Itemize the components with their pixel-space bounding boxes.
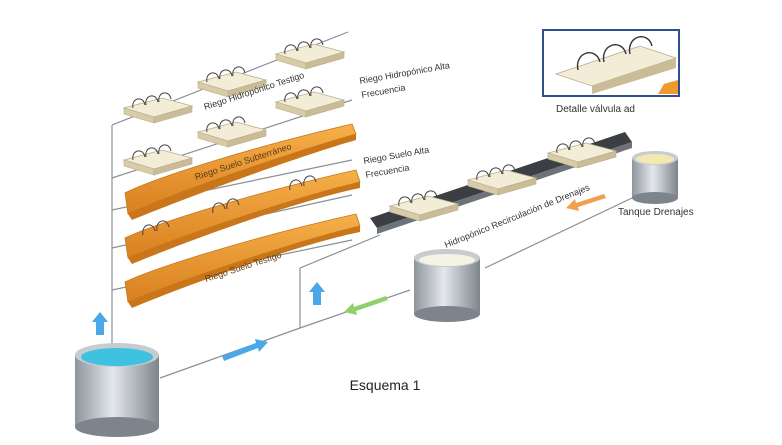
label-hydro-alta-line2: Frecuencia (361, 82, 407, 100)
label-suelo-alta-line2: Frecuencia (365, 162, 411, 180)
flow-arrow-left-green (344, 296, 388, 315)
drainage-tank (632, 151, 678, 204)
label-detalle-valvula: Detalle válvula ad (556, 104, 635, 115)
valve-detail-inset (542, 29, 680, 97)
flow-arrow-up-left (92, 312, 108, 335)
flow-arrow-up-middle (309, 282, 325, 305)
flow-arrow-left-orange (566, 194, 606, 211)
label-suelo-alta-line1: Riego Suelo Alta (363, 145, 430, 166)
flow-arrow-right-blue (222, 339, 268, 361)
figure-caption: Esquema 1 (349, 377, 421, 393)
soil-bed-testigo (124, 213, 361, 308)
label-hydro-alta-line1: Riego Hidropónico Alta (359, 60, 451, 86)
recirculation-tank (414, 249, 480, 322)
soil-bed-alta-frecuencia (124, 169, 361, 264)
recirculation-channel (370, 132, 632, 234)
soil-bed-subterraneo (124, 123, 357, 220)
label-tanque-drenajes: Tanque Drenajes (618, 207, 694, 218)
main-supply-tank (75, 343, 159, 437)
